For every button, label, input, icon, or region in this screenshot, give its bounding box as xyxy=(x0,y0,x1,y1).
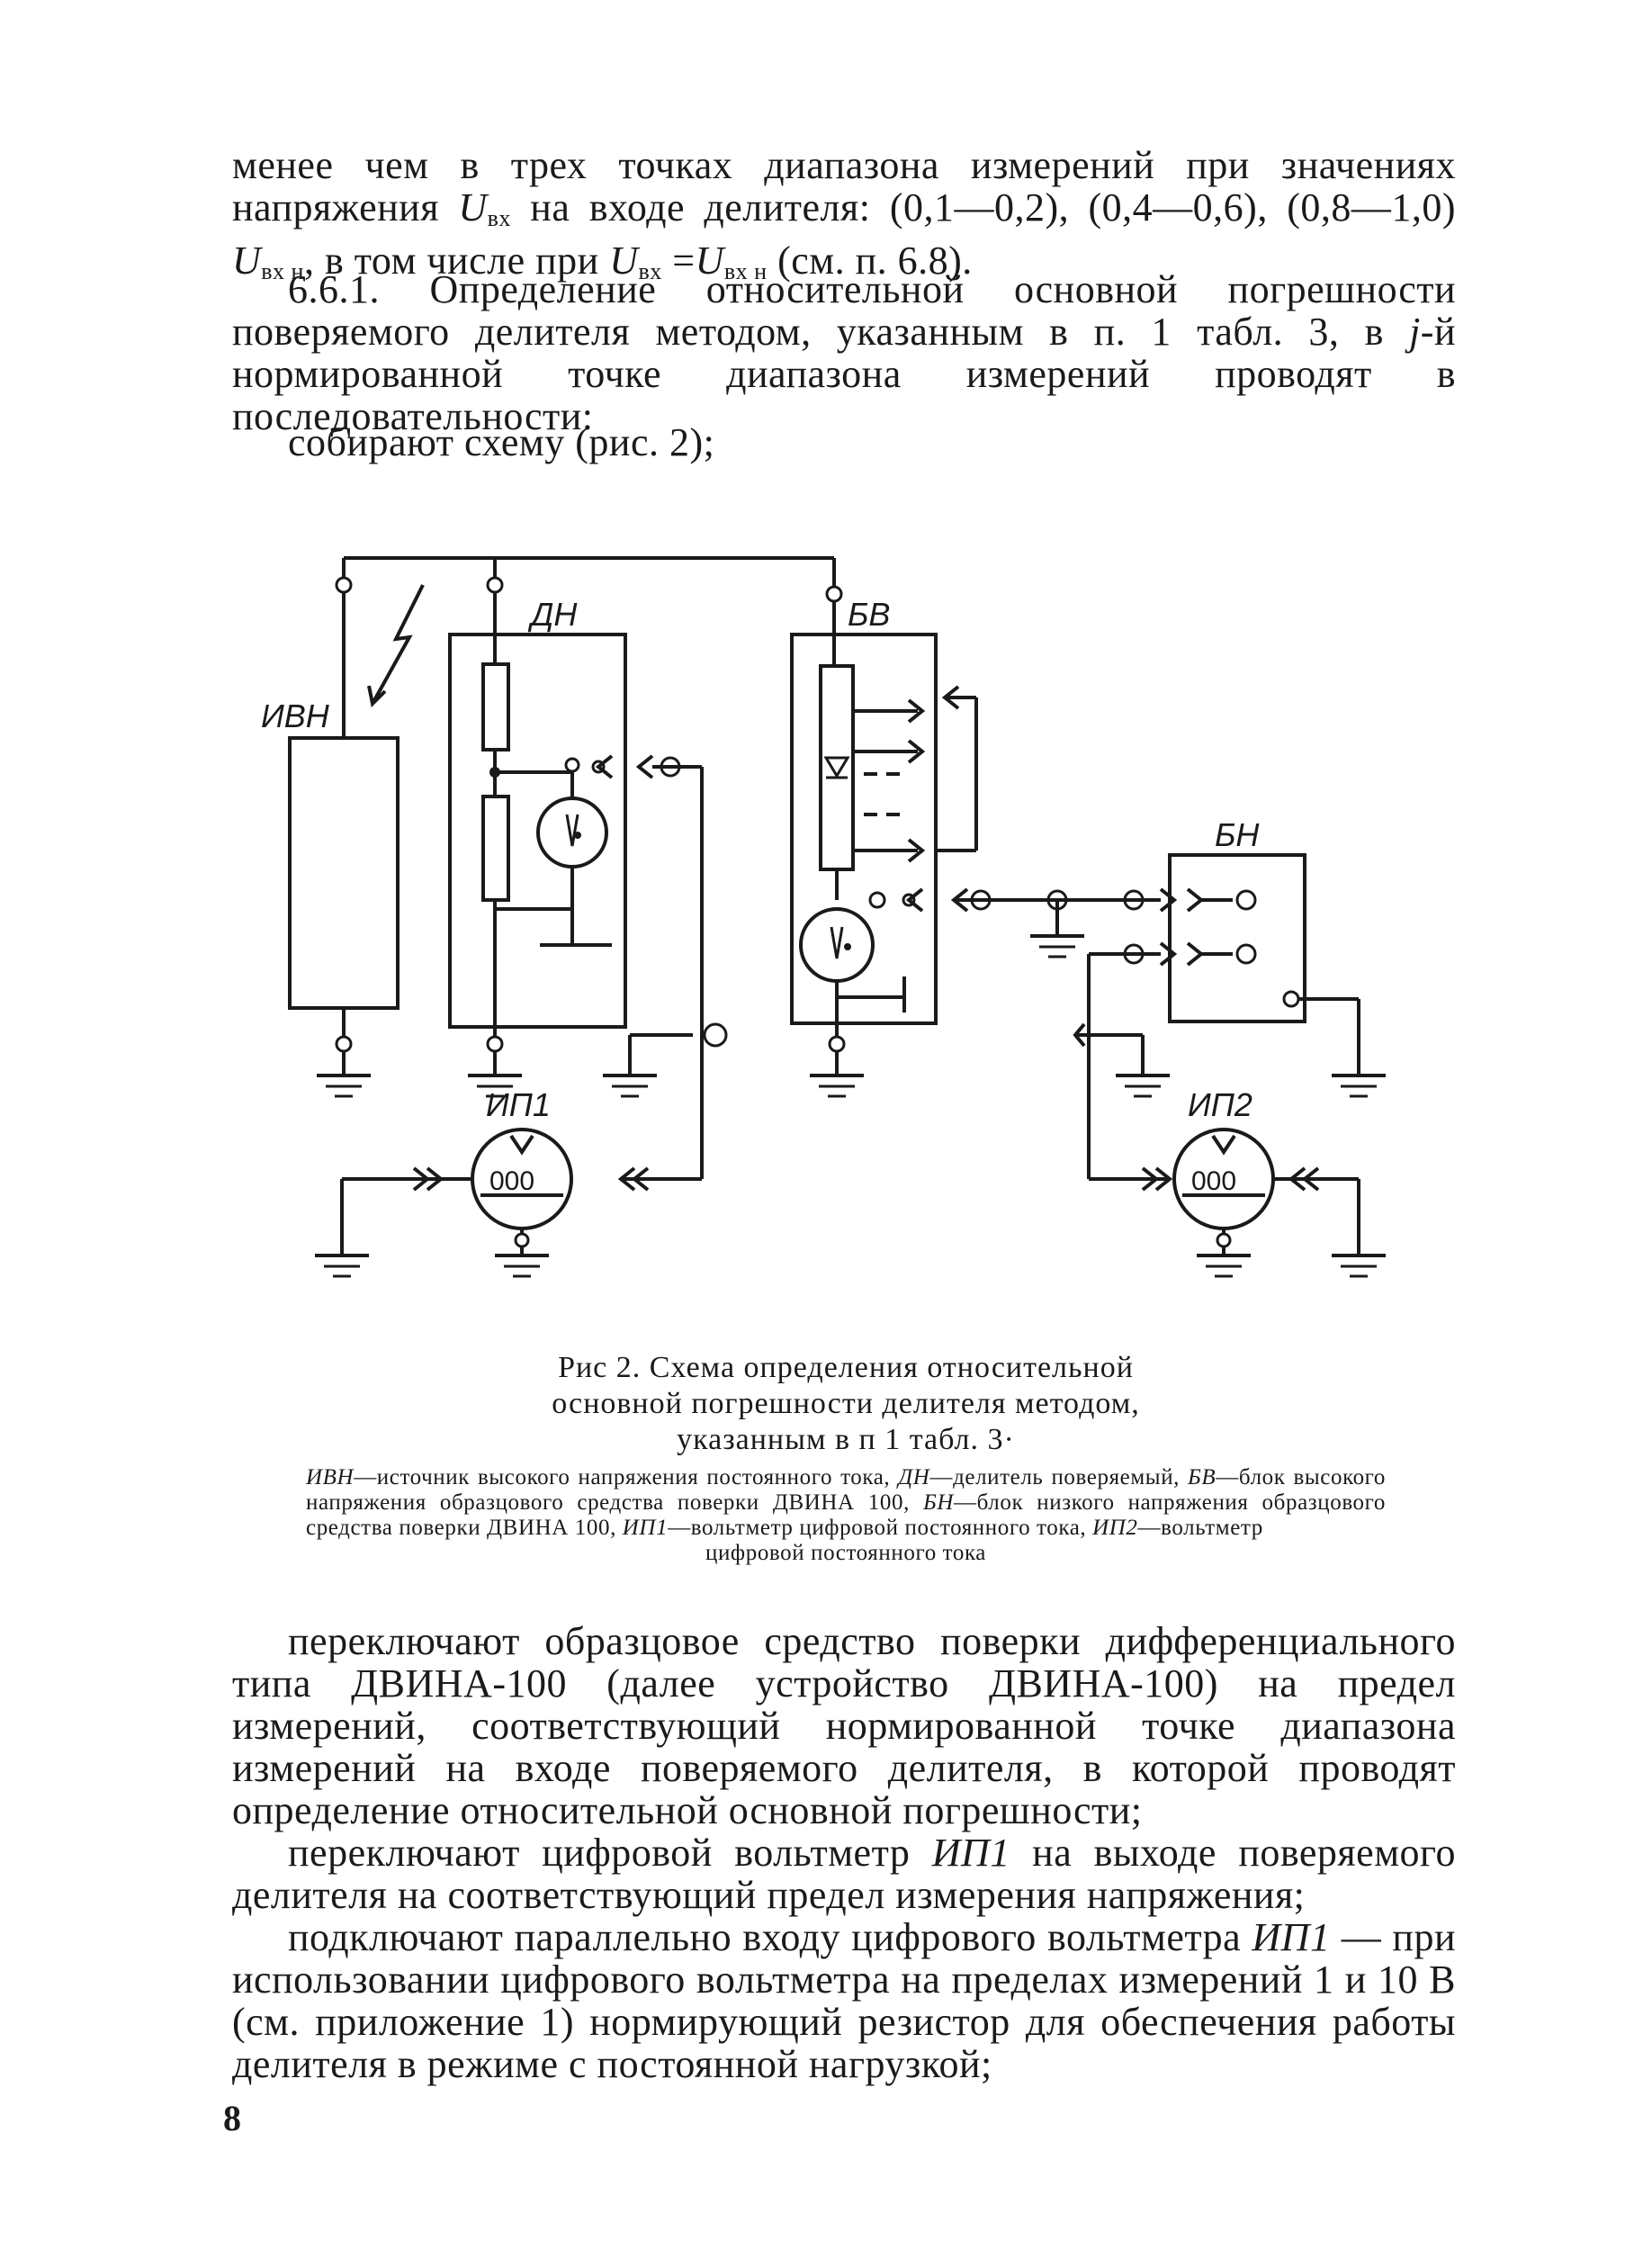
page-number: 8 xyxy=(223,2098,241,2138)
legend-abbr: ДН xyxy=(898,1465,930,1490)
legend-text: цифровой постоянного тока xyxy=(705,1541,987,1565)
bv-bn-cable xyxy=(868,887,1178,958)
legend-abbr: ИП1 xyxy=(622,1516,669,1540)
index-symbol: j xyxy=(1409,310,1421,354)
label-ip1: ИП1 xyxy=(486,1086,551,1123)
label-bn: БН xyxy=(1215,816,1260,853)
ip1-voltmeter: 000 ИП1 xyxy=(315,1022,728,1278)
top-bus xyxy=(335,556,843,738)
legend-abbr: ИВН xyxy=(306,1465,355,1490)
label-bv: БВ xyxy=(848,596,890,633)
legend-abbr: БВ xyxy=(1188,1465,1217,1490)
paragraph-assemble-circuit: собирают схему (рис. 2); xyxy=(288,420,715,464)
bn-block: БН xyxy=(1168,816,1386,1098)
voltage-symbol: U xyxy=(695,238,724,283)
text-segment: подключают параллельно входу цифрового в… xyxy=(288,1915,1252,1959)
instrument-label: ИП1 xyxy=(931,1831,1010,1875)
text-segment: = xyxy=(661,238,696,283)
legend-text: —вольтметр цифровой постоянного тока, xyxy=(668,1516,1093,1540)
figure-caption: Рис 2. Схема определения относительной о… xyxy=(552,1351,1140,1456)
text-segment: переключают цифровой вольтметр xyxy=(288,1831,932,1875)
ivn-source: ИВН xyxy=(261,698,400,1098)
label-ip2: ИП2 xyxy=(1188,1086,1252,1123)
paragraph-measurement-points: менее чем в трех точках диапазона измере… xyxy=(232,144,1456,292)
figure-legend: ИВН—источник высокого напряжения постоян… xyxy=(306,1465,1386,1566)
paragraph-switch-ip1: переключают цифровой вольтметр ИП1 на вы… xyxy=(232,1832,1456,1916)
text-segment: , в том числе при xyxy=(303,238,610,283)
label-ivn: ИВН xyxy=(261,698,330,734)
voltage-subscript: вх xyxy=(487,205,511,231)
paragraph-6-6-1: 6.6.1. Определение относительной основно… xyxy=(232,268,1456,437)
text-segment: 6.6.1. Определение относительной основно… xyxy=(232,267,1456,354)
ip2-display-digits: 000 xyxy=(1191,1166,1236,1196)
circuit-diagram: ИВН ДН xyxy=(261,556,1386,1278)
text-segment: -й нормированной точке диапазона измерен… xyxy=(232,310,1456,438)
text-segment: на выходе поверяемого делителя на соотве… xyxy=(232,1831,1456,1917)
dn-output-connector xyxy=(564,754,704,1035)
voltage-symbol: U xyxy=(458,185,488,230)
text-segment: — при использовании цифрового вольтметра… xyxy=(232,1915,1457,2086)
lightning-icon xyxy=(367,584,425,708)
paragraph-connect-resistor: подключают параллельно входу цифрового в… xyxy=(232,1916,1456,2085)
legend-text: —блок низкого напряжения образцового сре… xyxy=(306,1490,1386,1540)
voltage-symbol: U xyxy=(609,238,639,283)
voltage-symbol: U xyxy=(232,238,262,283)
ip1-display-digits: 000 xyxy=(489,1166,534,1196)
legend-abbr: БН xyxy=(922,1490,954,1515)
legend-text: —делитель поверяемый, xyxy=(929,1465,1189,1490)
ip2-voltmeter: 000 ИП2 xyxy=(1172,1086,1386,1278)
legend-text: —вольтметр xyxy=(1137,1516,1263,1540)
text-segment: (см. п. 6.8). xyxy=(767,238,973,283)
bn-ip2-cable xyxy=(1073,941,1178,1192)
dn-divider: ДН xyxy=(448,596,627,1098)
legend-text: —блок высокого напряжения образцового ср… xyxy=(306,1465,1387,1515)
voltage-subscript: вх н xyxy=(723,258,768,284)
legend-text: —источник высокого напряжения постоянног… xyxy=(354,1465,899,1490)
label-dn: ДН xyxy=(527,596,578,633)
voltage-subscript: вх н xyxy=(261,258,304,284)
legend-abbr: ИП2 xyxy=(1092,1516,1138,1540)
text-segment: менее чем в трех точках диапазона измере… xyxy=(232,143,1456,230)
voltage-subscript: вх xyxy=(638,258,662,284)
paragraph-switch-dvina: переключают образцовое средство поверки … xyxy=(232,1619,1456,1832)
instrument-label: ИП1 xyxy=(1252,1915,1331,1959)
text-segment: на входе делителя: (0,1—0,2), (0,4—0,6),… xyxy=(510,185,1456,230)
bv-block: БВ xyxy=(790,596,978,1098)
